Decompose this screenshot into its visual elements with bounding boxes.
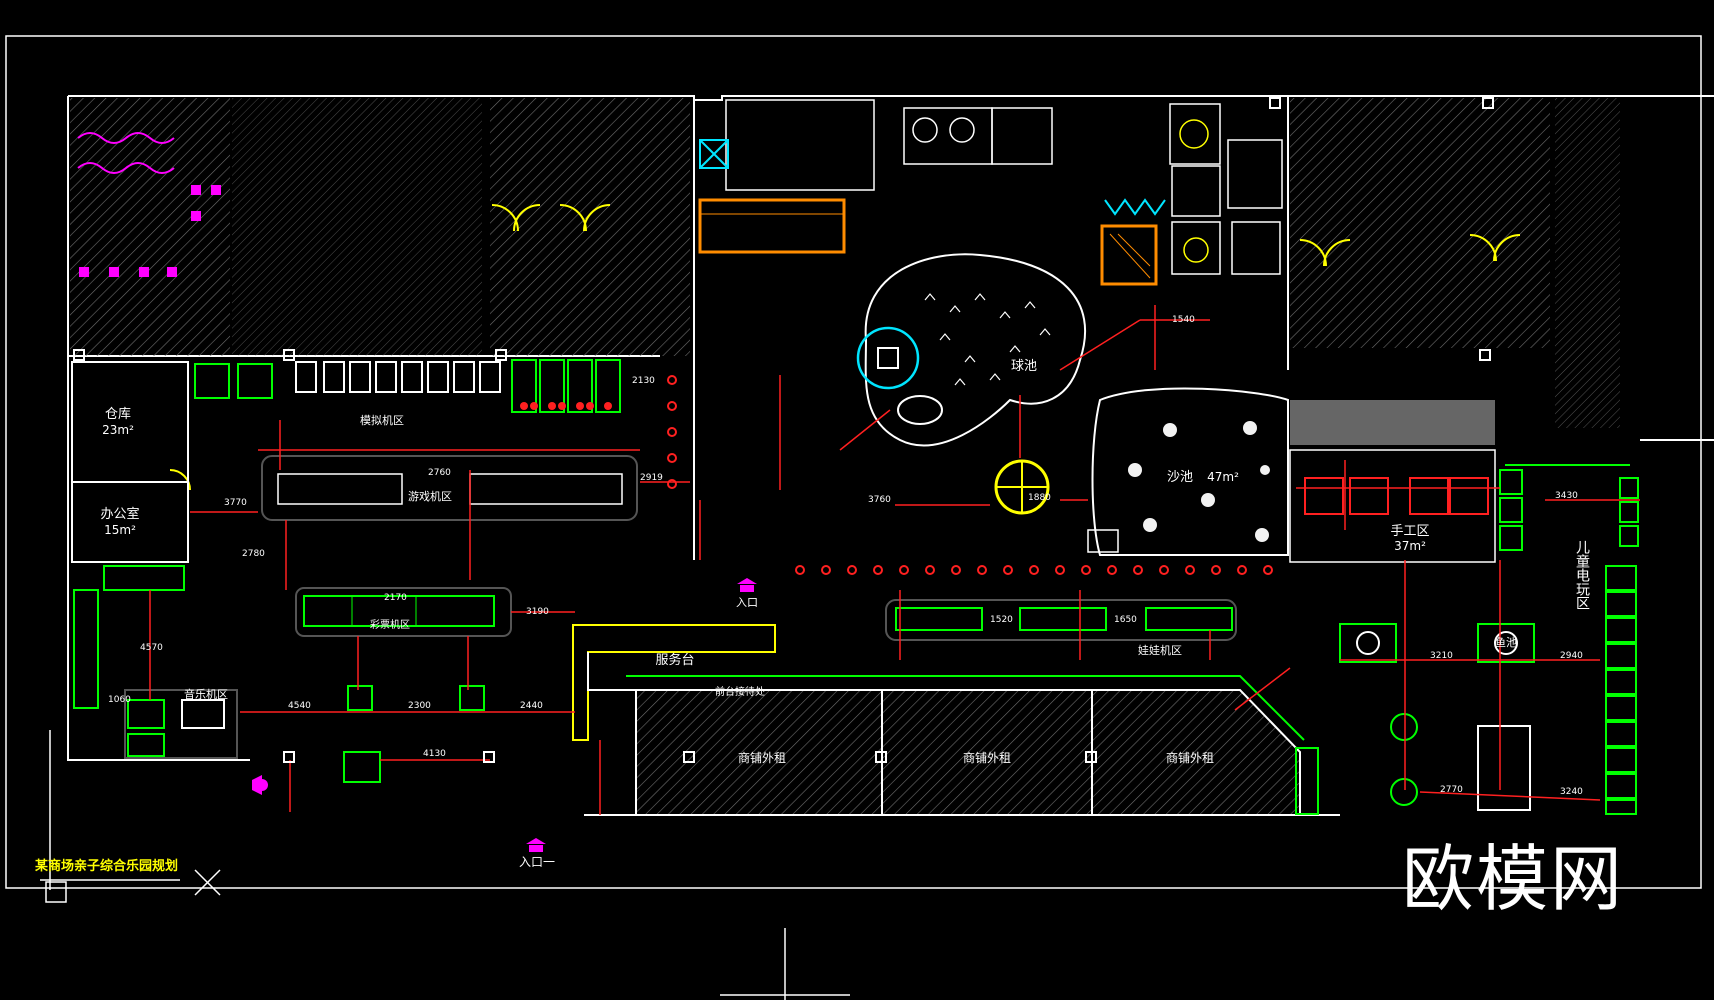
label-service-desk: 服务台 [655,652,694,668]
ball-pool-decoration [924,293,1051,386]
label-doll-zone: 娃娃机区 [1138,643,1182,657]
dim-3240: 3240 [1560,787,1583,797]
drawing-title: 某商场亲子综合乐园规划 [34,858,178,874]
dim-4130: 4130 [423,749,446,759]
dim-1520: 1520 [990,615,1013,625]
rental-shops [626,675,1319,816]
drawing-frame [5,35,1702,889]
label-kids-arcade: 儿童电玩区 [1574,540,1590,610]
label-reception: 前台接待处 [715,685,765,698]
fish-pool-tables [1339,623,1535,811]
warehouse-office-rooms [71,361,189,563]
simulator-machines [194,359,621,413]
arcade-machine-rows [261,455,638,521]
service-area-left [70,98,690,356]
red-stools [520,402,612,410]
dim-2780: 2780 [242,549,265,559]
label-warehouse: 仓库 [105,406,131,422]
restroom-fixtures [77,132,221,277]
kids-arcade-machines [1499,464,1639,815]
music-machine-area [73,565,238,759]
label-office: 办公室 [100,506,139,522]
label-ball-pool: 球池 [1011,359,1037,374]
axis-markers [40,730,850,1000]
label-sand-pool-area: 47m² [1207,470,1239,484]
service-area-right [1290,98,1620,445]
dim-1880: 1880 [1028,493,1051,503]
dim-2940: 2940 [1560,651,1583,661]
entrance-icon-side [737,578,757,592]
label-fish-pool: 鱼池 [1495,635,1517,649]
dim-2760: 2760 [428,468,451,478]
label-music-zone: 音乐机区 [184,687,228,701]
label-sand-pool: 沙池 [1167,470,1193,485]
label-craft-area-size: 37m² [1394,539,1426,553]
label-simulator-zone: 模拟机区 [360,413,404,427]
watermark-logo: 欧模网 [1401,837,1624,921]
doll-machine-row [885,599,1237,641]
dim-1650: 1650 [1114,615,1137,625]
label-main-entrance: 入口一 [519,855,555,869]
dim-2300: 2300 [408,701,431,711]
entrance-icon-main [526,838,546,852]
dim-4570: 4570 [140,643,163,653]
dim-3770: 3770 [224,498,247,508]
entrance-door-icon [252,775,268,795]
dim-3190: 3190 [526,607,549,617]
dim-1060: 1060 [108,695,131,705]
dim-3760: 3760 [868,495,891,505]
dimension-lines [149,305,1640,815]
dim-4540: 4540 [288,701,311,711]
sand-pool-area [1087,387,1289,556]
label-shop-3: 商铺外租 [1166,750,1214,765]
dim-2170: 2170 [384,593,407,603]
structural-columns [73,97,1494,763]
label-craft-area: 手工区 [1390,524,1429,539]
dim-2130: 2130 [632,376,655,386]
label-shop-1: 商铺外租 [738,750,786,765]
label-side-entrance: 入口 [736,596,758,609]
dim-2919: 2919 [640,473,663,483]
label-office-area: 15m² [104,523,136,537]
cyan-room-markers [699,139,1166,216]
dim-2440: 2440 [520,701,543,711]
label-shop-2: 商铺外租 [963,750,1011,765]
dim-2770: 2770 [1440,785,1463,795]
dim-3430: 3430 [1555,491,1578,501]
label-warehouse-area: 23m² [102,423,134,437]
red-dot-row [667,375,1273,575]
door-swings [169,204,1521,491]
label-lottery-zone: 彩票机区 [370,618,410,631]
dim-1540: 1540 [1172,315,1195,325]
label-arcade-zone: 游戏机区 [408,489,452,503]
top-center-rooms [725,99,1283,275]
green-tables-left [343,685,485,783]
orange-activity-room [698,198,1158,286]
ball-pool-area [856,253,1086,515]
craft-area [1289,449,1496,563]
dim-3210: 3210 [1430,651,1453,661]
